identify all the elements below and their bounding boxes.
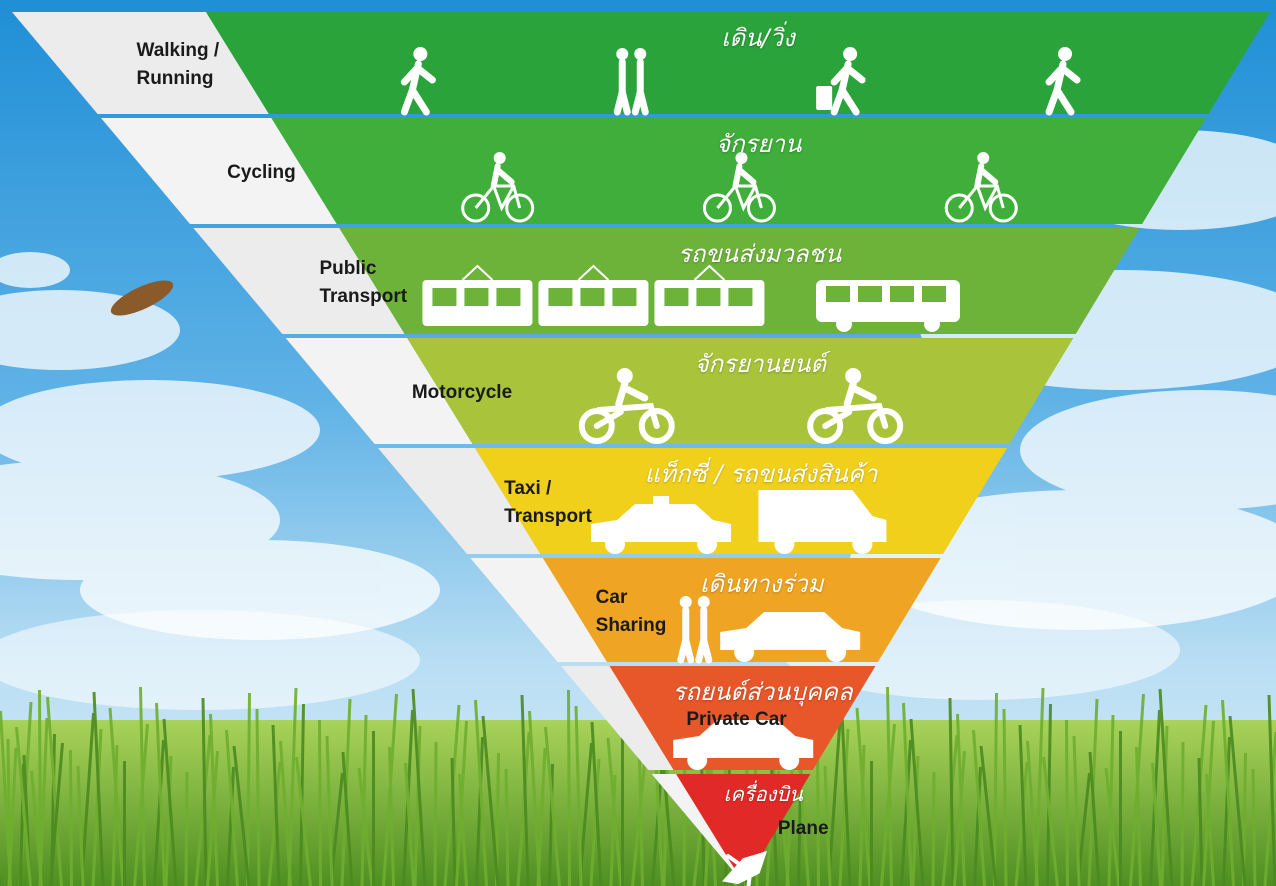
car-icon: [673, 720, 814, 770]
tier-label-line: Private Car: [686, 709, 787, 730]
tier-label-band: [378, 448, 541, 554]
tier-color-band: [676, 774, 811, 880]
running-person-icon: [1045, 47, 1081, 116]
tier-label-line: Motorcycle: [411, 382, 513, 403]
taxi-icon: [591, 496, 732, 554]
tier-label-line: Cycling: [227, 162, 296, 183]
tier-thai-label: รถขนส่งมวลชน: [677, 240, 842, 268]
tier-color-band: [206, 12, 1270, 114]
tier-label-band: [470, 558, 608, 662]
tier-label-band: [561, 666, 674, 770]
tier-thai-label: จักรยานยนต์: [694, 350, 826, 378]
tier-label: Cycling: [227, 159, 296, 187]
tier-label: Taxi / Transport: [504, 475, 592, 531]
tier-label-band: [100, 118, 337, 224]
tier-label-band: [651, 774, 742, 880]
tier-thai-label: แท็กซี่ / รถขนส่งสินค้า: [644, 460, 878, 488]
tier-thai-label: เดินทางร่วม: [700, 570, 824, 598]
tram-train-icon: [422, 264, 765, 326]
tier-label-line: Walking /: [136, 40, 220, 61]
delivery-van-icon: [758, 490, 887, 554]
tier-label-line: Taxi /: [504, 478, 552, 499]
tier-thai-label: เครื่องบิน: [723, 782, 803, 806]
two-people-walking-icon: [613, 48, 649, 116]
tier-label-band: [285, 338, 473, 444]
tier-label-band: [12, 12, 269, 114]
tier-label-line: Public: [319, 258, 377, 279]
car-icon: [720, 612, 861, 662]
tier-label: Walking / Running: [136, 37, 219, 93]
tier-label: Plane: [778, 815, 829, 843]
bicycle-rider-icon: [461, 152, 535, 223]
bicycle-rider-icon: [702, 152, 776, 223]
bicycle-rider-icon: [944, 152, 1018, 223]
tier-thai-label: เดิน/วิ่ง: [721, 24, 795, 52]
tier-label-line: Sharing: [595, 615, 667, 636]
airplane-icon: [722, 850, 768, 886]
tier-label: Private Car: [686, 706, 786, 734]
scooter-icon: [807, 368, 904, 444]
tier-label-line: Running: [136, 68, 214, 89]
tier-label: Motorcycle: [412, 379, 512, 407]
tier-label-band: [193, 228, 405, 334]
walking-person-icon: [400, 47, 436, 116]
tier-thai-label: รถยนต์ส่วนบุคคล: [672, 678, 853, 706]
tier-label-line: Transport: [319, 286, 408, 307]
motorcycle-icon: [578, 368, 675, 444]
two-people-icon: [677, 596, 713, 664]
tier-label-line: Car: [595, 587, 628, 608]
tier-thai-label: จักรยาน: [716, 130, 802, 158]
bus-icon: [815, 280, 960, 332]
tier-color-band: [407, 338, 1074, 444]
person-pulling-luggage-icon: [816, 47, 866, 116]
tier-label-line: Transport: [504, 506, 592, 527]
tier-label-line: Plane: [777, 818, 829, 839]
